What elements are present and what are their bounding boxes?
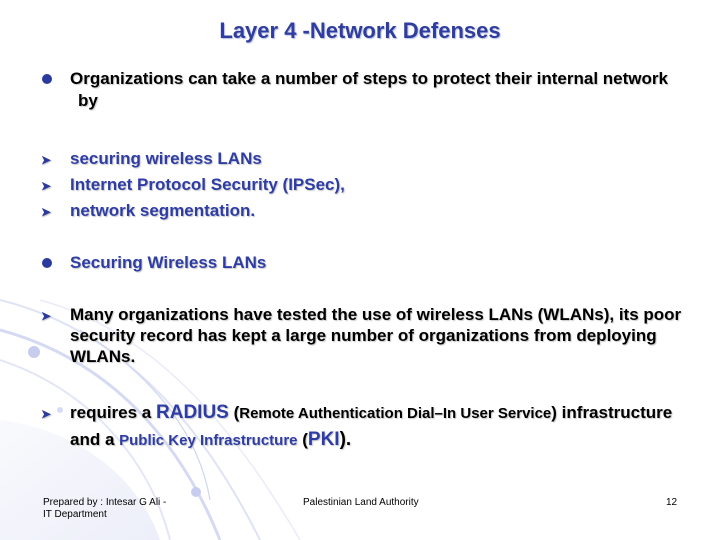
requires-text: requires a: [70, 403, 156, 422]
wlan-text: Many organizations have tested the use o…: [70, 305, 682, 366]
arrow-bullet-icon: ➤: [41, 153, 52, 167]
footer-page-number: 12: [666, 497, 678, 508]
pki-full-name: Public Key Infrastructure: [119, 432, 298, 449]
pki-acronym: PKI: [307, 429, 340, 450]
bullet-dot-icon: [42, 258, 52, 268]
intro-bullet: Organizations can take a number of steps…: [40, 68, 690, 112]
section-heading: Securing Wireless LANs: [70, 253, 267, 272]
footer-author-line1: Prepared by : Intesar G Ali -: [43, 497, 167, 508]
infrastructure-text: infrastructure and a: [70, 403, 673, 449]
radius-expansion: Remote Authentication Dial–In User Servi…: [239, 405, 552, 422]
footer-organization: Palestinian Land Authority: [303, 497, 419, 508]
step-item: ➤ securing wireless LANs: [40, 148, 690, 170]
arrow-bullet-icon: ➤: [41, 309, 52, 323]
slide-title: Layer 4 -Network Defenses: [219, 18, 501, 43]
paren-close-period: ).: [339, 429, 352, 450]
paren-open-2: (: [297, 430, 308, 449]
wlan-paragraph: ➤ Many organizations have tested the use…: [40, 304, 690, 367]
arrow-bullet-icon: ➤: [41, 179, 52, 193]
step-item: ➤ Internet Protocol Security (IPSec),: [40, 174, 690, 196]
requirements-paragraph: ➤ requires a RADIUS (Remote Authenticati…: [40, 400, 690, 454]
footer-author-line2: IT Department: [43, 509, 107, 520]
bullet-dot-icon: [42, 74, 52, 84]
section-heading-bullet: Securing Wireless LANs: [40, 252, 690, 274]
step-text: securing wireless LANs: [70, 149, 262, 168]
step-text: network segmentation.: [70, 201, 256, 220]
arrow-bullet-icon: ➤: [41, 407, 52, 421]
footer-author: Prepared by : Intesar G Ali - IT Departm…: [43, 497, 166, 521]
radius-acronym: RADIUS: [156, 402, 229, 423]
step-text: Internet Protocol Security (IPSec),: [70, 175, 345, 194]
intro-text: Organizations can take a number of steps…: [70, 69, 668, 110]
paren-open: (: [228, 403, 240, 422]
arrow-bullet-icon: ➤: [41, 205, 52, 219]
paren-close: ): [551, 403, 557, 422]
step-item: ➤ network segmentation.: [40, 200, 690, 222]
slide-content: Organizations can take a number of steps…: [40, 68, 690, 450]
